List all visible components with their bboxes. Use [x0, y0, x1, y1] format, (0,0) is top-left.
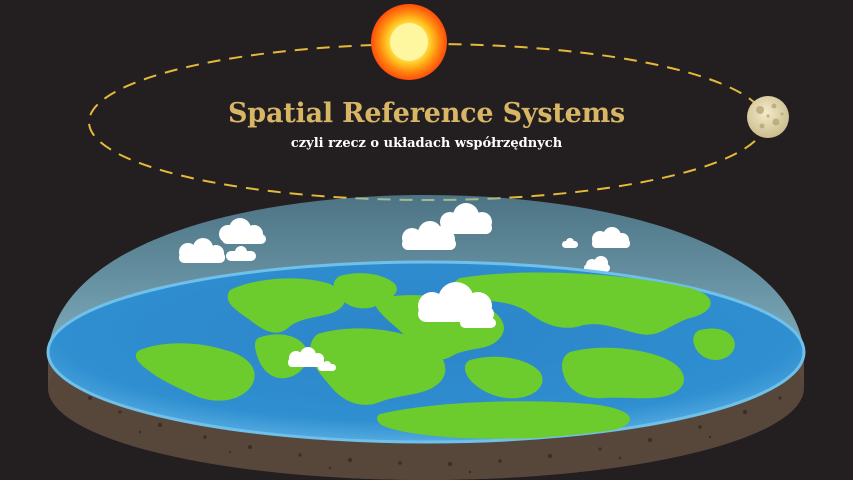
sky-clouds — [179, 203, 630, 272]
slide-title: Spatial Reference Systems — [227, 98, 626, 129]
surface-clouds — [288, 282, 496, 371]
slide-subtitle: czyli rzecz o układach współrzędnych — [290, 136, 563, 151]
continents — [135, 272, 735, 439]
moon-icon — [747, 96, 789, 138]
sun-icon — [371, 4, 447, 80]
